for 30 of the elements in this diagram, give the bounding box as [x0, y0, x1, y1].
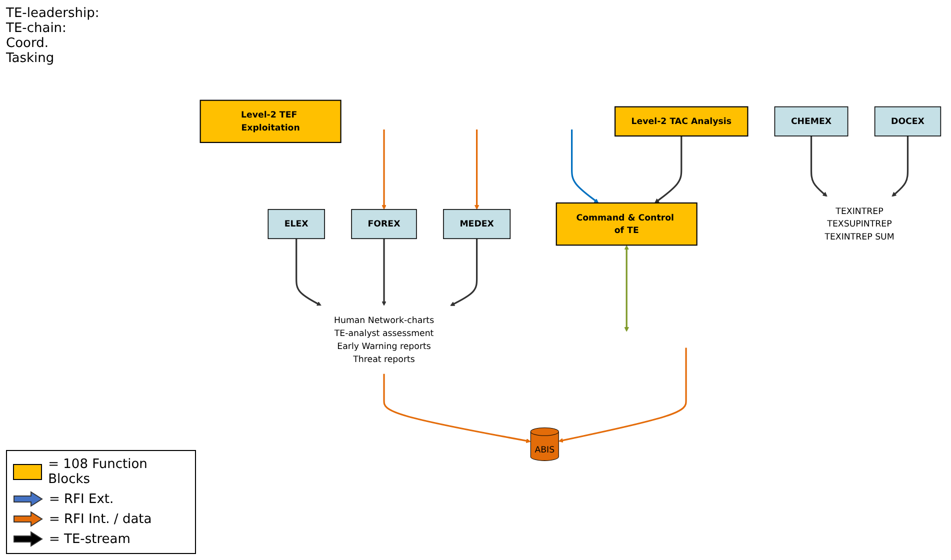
node-box: Level-2 TAC Analysis: [614, 106, 748, 136]
arrow: [571, 129, 599, 203]
arrow: [383, 373, 531, 443]
arrow: [450, 238, 478, 306]
section-label: Tasking: [6, 51, 56, 66]
section-label: Coord.: [6, 36, 50, 51]
node-box: ELEX: [268, 208, 325, 239]
legend-text: = 108 Function Blocks: [48, 457, 148, 487]
legend-text: = TE-stream: [49, 532, 130, 546]
arrow: [296, 238, 322, 306]
arrow: [624, 244, 629, 332]
node-text: TEXINTREP TEXSUPINTREP TEXINTREP SUM: [824, 205, 894, 242]
node-box: MEDEX: [443, 208, 511, 239]
node-box: DOCEX: [874, 106, 942, 136]
arrow: [474, 129, 480, 210]
arrow: [382, 238, 386, 306]
arrow: [810, 135, 828, 196]
node-text: Human Network-charts TE-analyst assessment Early Warning reports Threat reports: [334, 314, 434, 364]
legend-text: = RFI Ext.: [49, 492, 114, 506]
section-label: TE-leadership:: [6, 6, 100, 21]
arrow: [558, 347, 687, 442]
node-box: FOREX: [351, 208, 417, 239]
legend-text: = RFI Int. / data: [49, 512, 152, 526]
node-box: Command & Control of TE: [556, 202, 698, 246]
arrow: [382, 129, 386, 210]
arrow: [892, 135, 909, 196]
arrow: [654, 135, 682, 203]
node-box: Level-2 TEF Exploitation: [200, 99, 342, 142]
section-label: TE-chain:: [6, 21, 68, 36]
node-box: CHEMEX: [774, 106, 848, 136]
